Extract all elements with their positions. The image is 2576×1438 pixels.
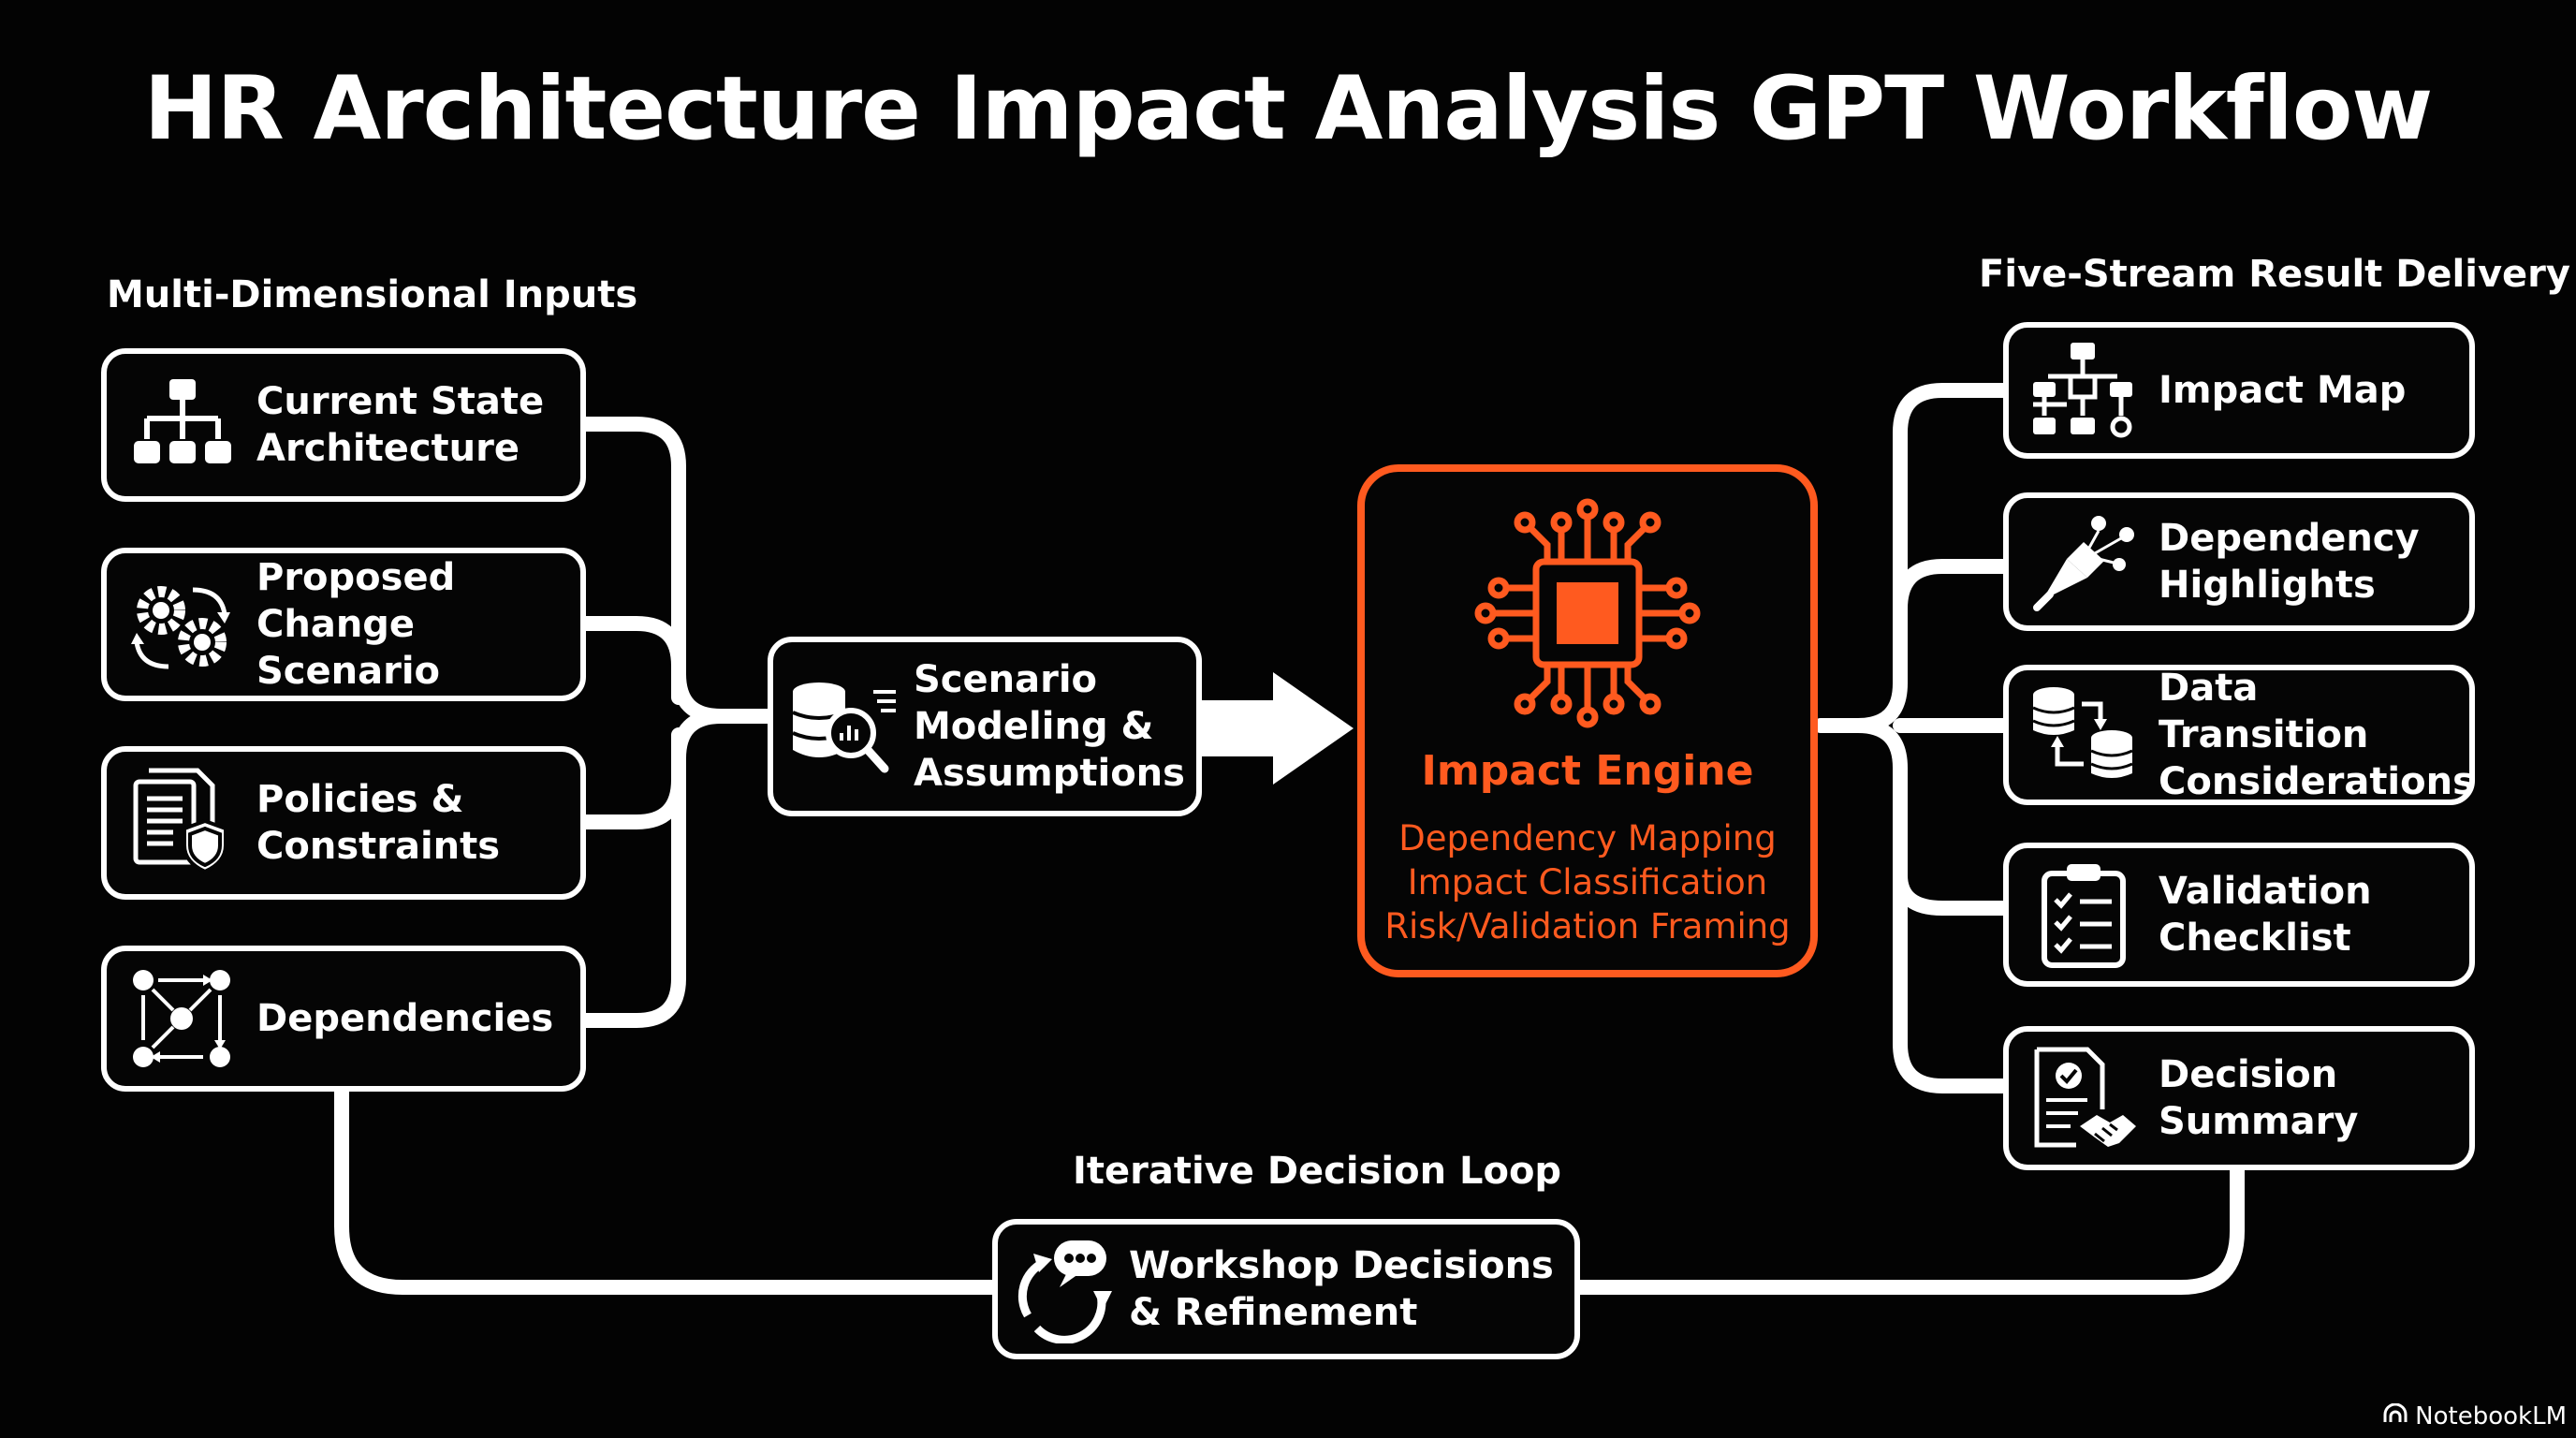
engine-line-classification: Impact Classification <box>1407 862 1768 902</box>
output-data-transition[interactable]: Data Transition Considerations <box>2003 665 2475 805</box>
wire-output-2 <box>1893 559 2018 616</box>
output-decision-summary[interactable]: Decision Summary <box>2003 1026 2475 1170</box>
brand-watermark: NotebookLM <box>2383 1402 2567 1431</box>
input-proposed-change[interactable]: Proposed Change Scenario <box>101 548 586 701</box>
workshop-decisions-box[interactable]: Workshop Decisions & Refinement <box>992 1219 1580 1359</box>
output-label: Dependency Highlights <box>2159 517 2420 607</box>
flowchart-icon <box>2009 339 2159 442</box>
spotlight-icon <box>2009 510 2159 613</box>
clipboard-checklist-icon <box>2009 860 2159 969</box>
input-label: Proposed Change Scenario <box>256 556 456 693</box>
wire-output-5 <box>1893 863 2018 1093</box>
flow-arrow <box>1201 672 1354 785</box>
input-policies[interactable]: Policies & Constraints <box>101 746 586 900</box>
document-handshake-icon <box>2009 1044 2159 1152</box>
chat-refresh-icon <box>998 1235 1129 1343</box>
wire-loop-right <box>1570 1161 2245 1295</box>
wire-output-4 <box>1851 718 2018 916</box>
input-label: Current State Architecture <box>256 380 545 470</box>
outputs-heading: Five-Stream Result Delivery <box>1979 253 2570 296</box>
output-impact-map[interactable]: Impact Map <box>2003 322 2475 459</box>
output-label: Decision Summary <box>2159 1053 2359 1143</box>
engine-line-dependency: Dependency Mapping <box>1398 818 1777 858</box>
input-current-state[interactable]: Current State Architecture <box>101 348 586 502</box>
scenario-modeling-box[interactable]: Scenario Modeling & Assumptions <box>768 637 1202 816</box>
wire-output-bus <box>1813 383 2018 733</box>
inputs-heading: Multi-Dimensional Inputs <box>107 273 638 316</box>
input-dependencies[interactable]: Dependencies <box>101 946 586 1092</box>
document-shield-icon <box>107 767 256 879</box>
loop-heading: Iterative Decision Loop <box>1073 1150 1562 1193</box>
wire-loop-left <box>334 1083 1004 1295</box>
loop-label: Workshop Decisions & Refinement <box>1129 1244 1554 1334</box>
processor-chip-icon <box>1472 496 1703 734</box>
network-nodes-icon <box>107 967 256 1070</box>
input-label: Dependencies <box>256 997 554 1040</box>
database-transfer-icon <box>2009 683 2159 786</box>
output-label: Data Transition Considerations <box>2159 667 2475 803</box>
brand-label: NotebookLM <box>2415 1402 2567 1431</box>
output-validation-checklist[interactable]: Validation Checklist <box>2003 843 2475 987</box>
hierarchy-icon <box>107 374 256 477</box>
page-title: HR Architecture Impact Analysis GPT Work… <box>143 58 2434 160</box>
output-label: Validation Checklist <box>2159 870 2372 960</box>
gears-cycle-icon <box>107 573 256 676</box>
wire-input-3 <box>573 727 686 829</box>
engine-line-risk: Risk/Validation Framing <box>1384 906 1791 946</box>
impact-engine-box[interactable]: Impact Engine Dependency Mapping Impact … <box>1357 464 1818 977</box>
notebooklm-logo-icon <box>2383 1402 2408 1431</box>
wire-input-2 <box>573 616 686 705</box>
engine-title: Impact Engine <box>1421 747 1754 795</box>
output-label: Impact Map <box>2159 369 2407 412</box>
wire-input-4 <box>573 709 728 1028</box>
input-label: Policies & Constraints <box>256 778 501 868</box>
output-dependency-highlights[interactable]: Dependency Highlights <box>2003 492 2475 631</box>
modeling-label: Scenario Modeling & Assumptions <box>914 658 1185 795</box>
database-magnifier-icon <box>773 675 914 778</box>
